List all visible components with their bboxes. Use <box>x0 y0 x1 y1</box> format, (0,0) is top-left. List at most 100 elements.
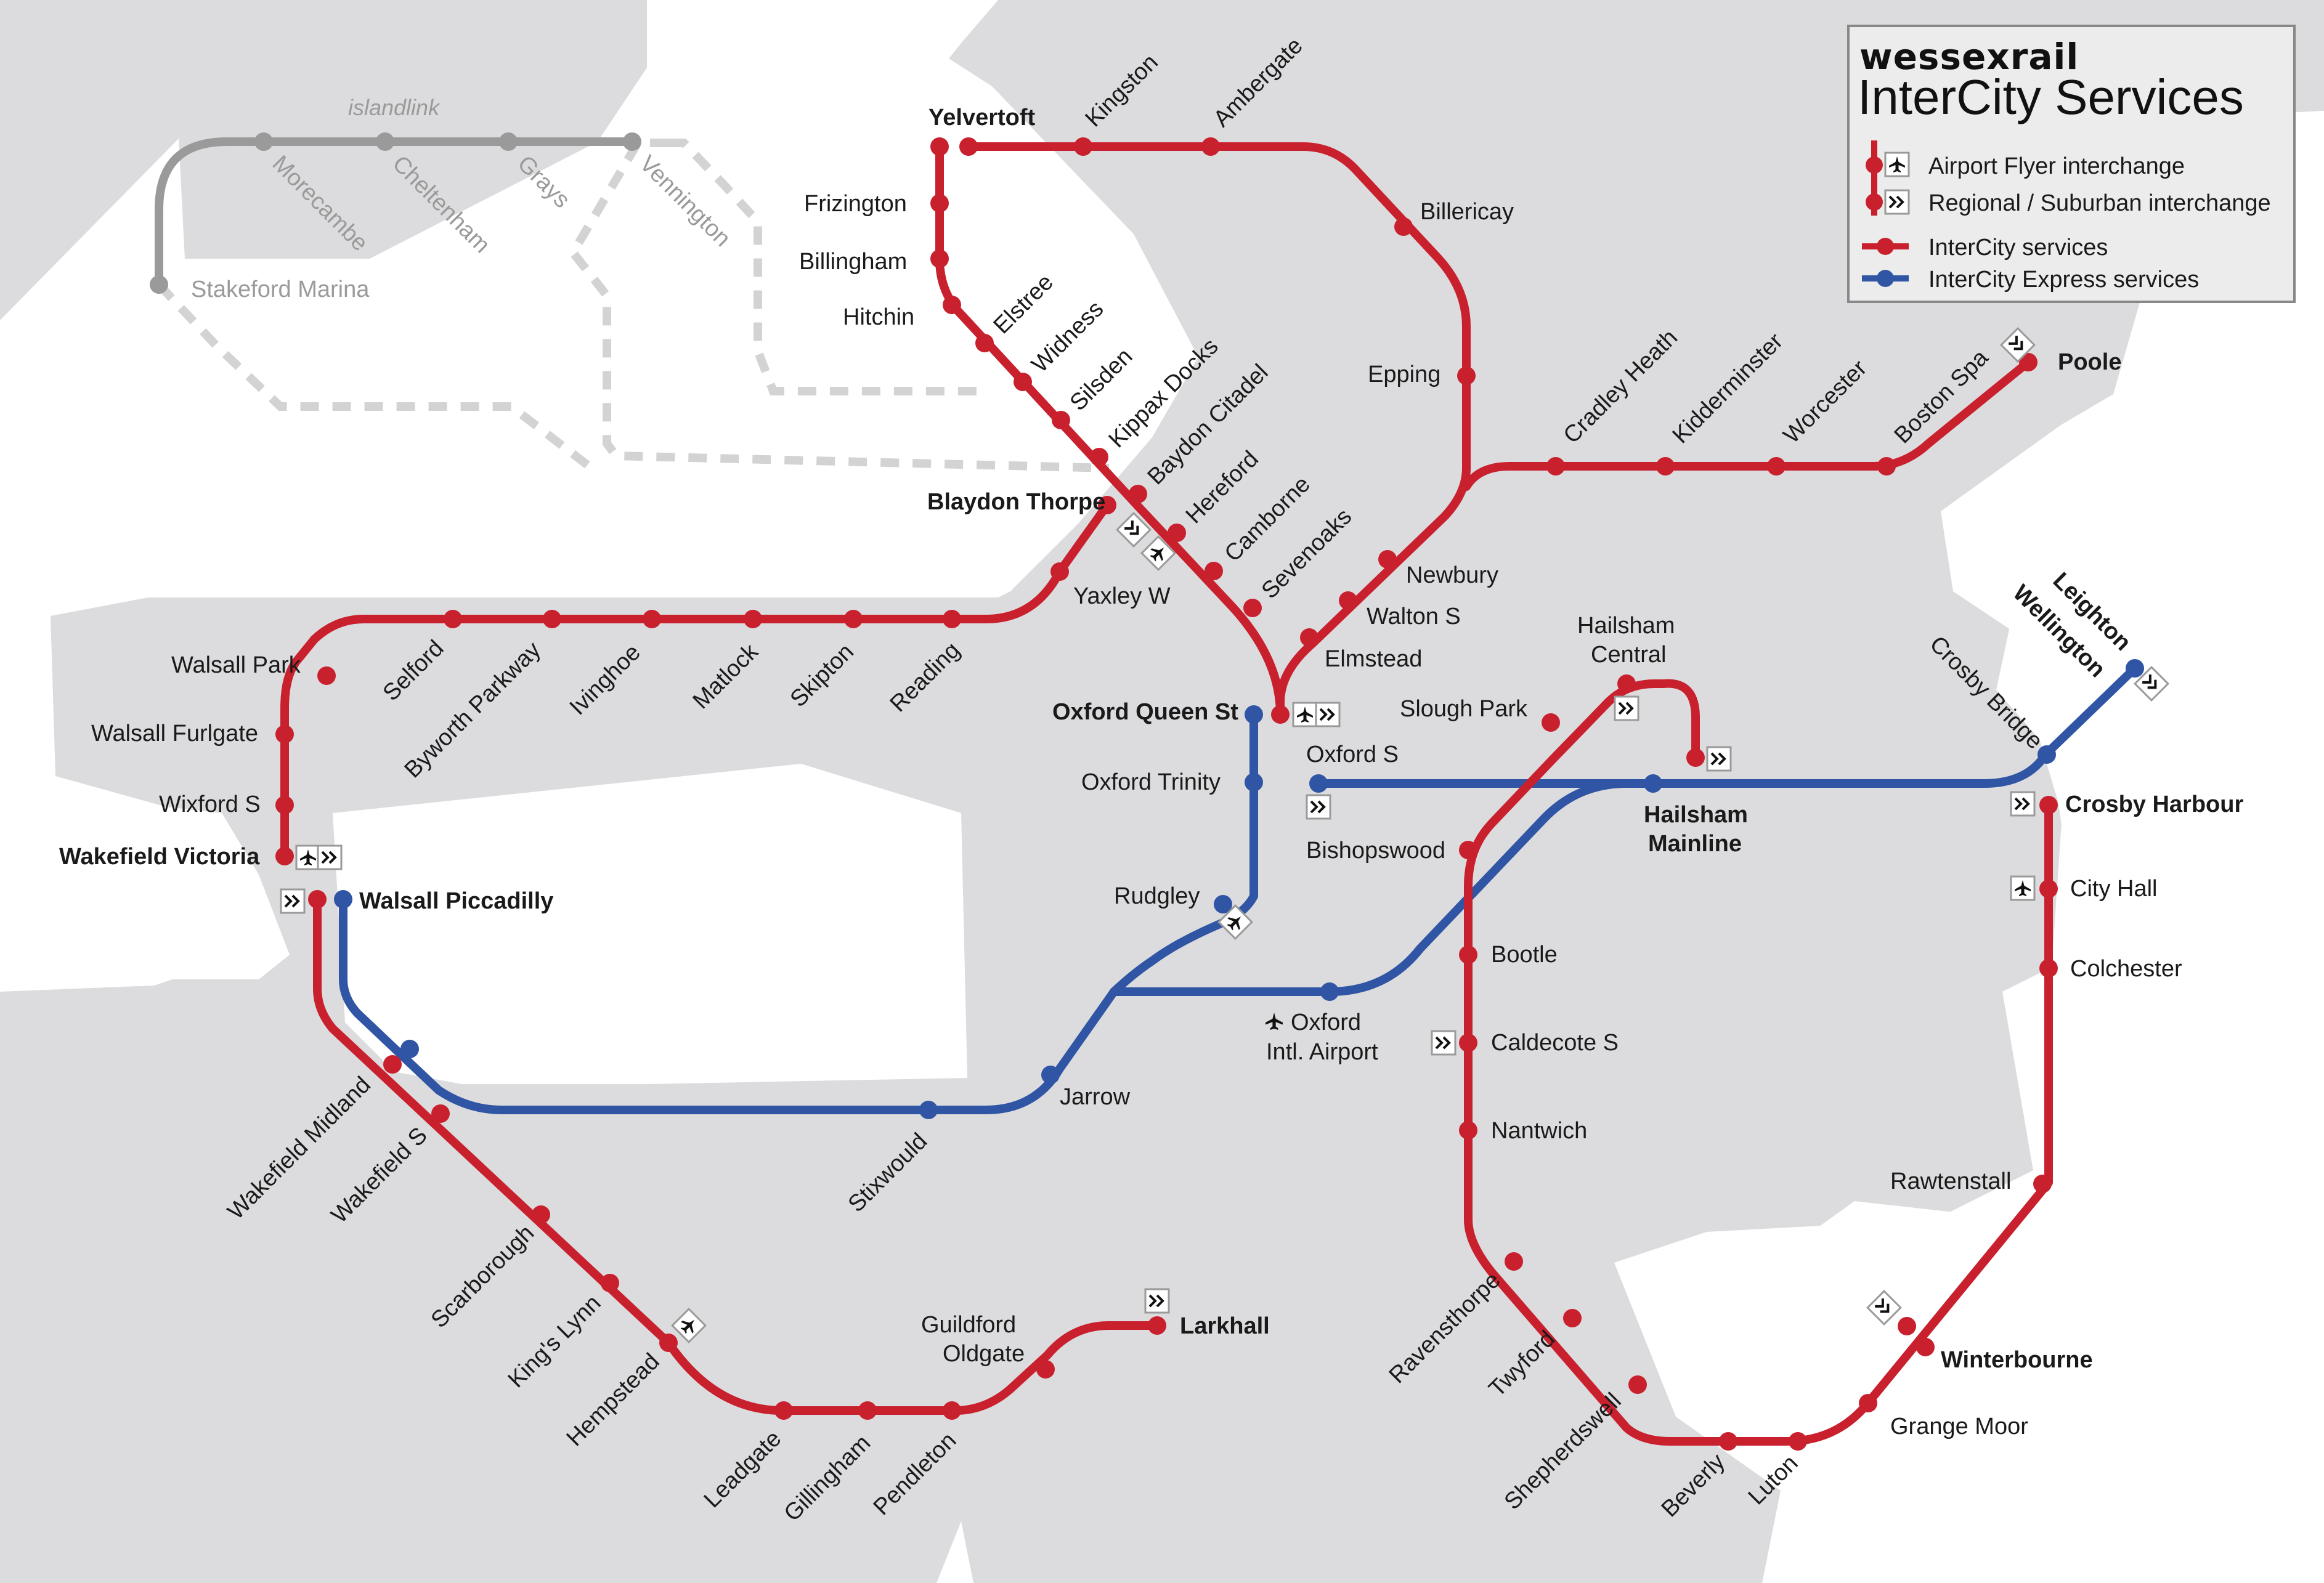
station-dot-shepherdswell[interactable] <box>1628 1375 1647 1394</box>
station-dot-walsall-park[interactable] <box>317 666 336 685</box>
station-dot-larkhall[interactable] <box>1148 1316 1166 1335</box>
station-dot-kingston[interactable] <box>1074 137 1092 156</box>
station-dot-walsall-piccadilly-blue[interactable] <box>334 890 352 909</box>
station-dot-hailsham-central[interactable] <box>1617 674 1636 693</box>
station-dot-hailsham-east[interactable] <box>1686 748 1705 767</box>
station-dot-kidderminster[interactable] <box>1656 457 1675 476</box>
station-dot-widness[interactable] <box>1014 373 1032 391</box>
station-dot-kippax-docks[interactable] <box>1090 448 1108 466</box>
station-dot-bootle[interactable] <box>1459 945 1477 964</box>
station-dot-beverly[interactable] <box>1719 1432 1737 1451</box>
station-dot-oxford-trinity[interactable] <box>1245 773 1263 792</box>
station-dot-hereford[interactable] <box>1168 524 1186 542</box>
station-dot-wakefield-midland[interactable] <box>383 1055 402 1074</box>
station-label-jarrow: Jarrow <box>1060 1084 1131 1110</box>
station-dot-oxford-s[interactable] <box>1309 774 1328 793</box>
station-dot-reading[interactable] <box>943 610 961 628</box>
station-label-silsden: Silsden <box>1065 344 1138 416</box>
station-dot-skipton[interactable] <box>844 610 863 628</box>
station-dot-elmstead[interactable] <box>1300 628 1318 647</box>
station-dot-billingham[interactable] <box>930 249 949 268</box>
station-label-epping: Epping <box>1368 362 1440 387</box>
station-dot-ravensthorpe[interactable] <box>1505 1252 1523 1271</box>
station-dot-leadgate[interactable] <box>774 1401 793 1420</box>
station-dot-morecambe[interactable] <box>254 132 273 151</box>
station-label-bishopswood: Bishopswood <box>1306 838 1445 864</box>
ferry-routes <box>155 139 1110 472</box>
station-dot-winterbourne[interactable] <box>1916 1338 1935 1356</box>
station-dot-leighton-wellington[interactable] <box>2126 659 2144 678</box>
station-dot-luton[interactable] <box>1789 1432 1807 1451</box>
station-dot-epping[interactable] <box>1457 366 1476 385</box>
station-dot-worcester[interactable] <box>1767 457 1786 476</box>
station-dot-newbury[interactable] <box>1378 550 1397 569</box>
station-dot-yaxley-w[interactable] <box>1050 562 1069 581</box>
station-dot-stixwould[interactable] <box>919 1101 938 1119</box>
station-dot-silsden[interactable] <box>1052 411 1070 429</box>
station-dot-matlock[interactable] <box>744 610 762 628</box>
station-dot-hailsham-mainline[interactable] <box>1644 774 1662 793</box>
station-dot-walsall-furlgate[interactable] <box>275 725 294 743</box>
station-dot-winterbourne-2[interactable] <box>1898 1317 1916 1335</box>
station-dot-wakefield-s[interactable] <box>431 1104 450 1123</box>
station-dot-crosby-bridge[interactable] <box>2038 745 2056 764</box>
station-dot-walton-s[interactable] <box>1339 591 1357 610</box>
station-dot-scarborough[interactable] <box>532 1205 550 1224</box>
station-dot-vennington[interactable] <box>623 132 641 151</box>
station-dot-pendleton[interactable] <box>943 1401 961 1420</box>
station-dot-rawtenstall[interactable] <box>2033 1175 2052 1193</box>
station-label-newbury: Newbury <box>1406 562 1498 588</box>
station-dot-grays[interactable] <box>499 132 518 151</box>
station-dot-slough-park[interactable] <box>1542 713 1560 732</box>
station-label-grange-moor: Grange Moor <box>1890 1414 2028 1439</box>
station-dot-frizington[interactable] <box>930 194 949 213</box>
legend-label-express: InterCity Express services <box>1928 267 2199 293</box>
ferry-route-north <box>668 139 977 395</box>
station-dot-cheltenham[interactable] <box>376 132 394 151</box>
station-dot-billericay[interactable] <box>1394 217 1413 236</box>
station-dot-crosby-harbour[interactable] <box>2039 796 2058 814</box>
station-dot-yelvertoft-2[interactable] <box>959 137 978 156</box>
station-dot-sevenoaks[interactable] <box>1243 599 1262 617</box>
station-dot-elstree[interactable] <box>975 334 994 352</box>
channel-bottom-left <box>937 1521 973 1583</box>
station-dot-jarrow[interactable] <box>1041 1066 1060 1084</box>
station-dot-blaydon-thorpe[interactable] <box>1098 496 1116 514</box>
station-dot-guildford-oldgate[interactable] <box>1036 1360 1055 1379</box>
airport-icon <box>1266 1013 1283 1030</box>
station-dot-colchester[interactable] <box>2039 959 2058 978</box>
station-dot-walsall-piccadilly-red[interactable] <box>308 890 327 909</box>
station-dot-camborne[interactable] <box>1205 562 1223 580</box>
station-dot-baydon-citadel[interactable] <box>1129 485 1147 503</box>
station-dot-hempstead[interactable] <box>659 1334 678 1352</box>
station-dot-cradley-heath[interactable] <box>1546 457 1565 476</box>
station-dot-ivinghoe[interactable] <box>643 610 661 628</box>
station-label-slough-park: Slough Park <box>1400 696 1528 722</box>
station-dot-stakeford-marina[interactable] <box>150 275 168 294</box>
station-label-rudgley: Rudgley <box>1114 883 1200 909</box>
station-dot-city-hall[interactable] <box>2039 880 2058 898</box>
station-dot-walsall-blue-2[interactable] <box>400 1040 419 1058</box>
station-dot-selford[interactable] <box>444 610 462 628</box>
station-dot-oxford-queen-st-blue[interactable] <box>1245 705 1263 724</box>
station-dot-boston-spa[interactable] <box>1877 457 1896 476</box>
station-dot-wakefield-victoria[interactable] <box>275 847 294 865</box>
station-dot-caldecote-s[interactable] <box>1459 1034 1477 1052</box>
station-dot-byworth-parkway[interactable] <box>543 610 561 628</box>
station-dot-ambergate[interactable] <box>1201 137 1220 156</box>
station-label-guildford-oldgate-line-1: Guildford <box>921 1312 1016 1338</box>
station-dot-hitchin[interactable] <box>943 296 961 314</box>
station-dot-rudgley[interactable] <box>1214 895 1232 913</box>
station-dot-grange-moor[interactable] <box>1859 1394 1877 1412</box>
station-dot-kings-lynn[interactable] <box>601 1274 619 1292</box>
station-dot-poole[interactable] <box>2019 353 2038 371</box>
station-dot-twyford[interactable] <box>1563 1309 1582 1327</box>
station-dot-oxford-intl-airport[interactable] <box>1320 982 1339 1001</box>
station-dot-yelvertoft[interactable] <box>930 137 949 156</box>
station-dot-oxford-queen-st[interactable] <box>1271 705 1290 724</box>
station-dot-bishopswood[interactable] <box>1459 841 1477 859</box>
station-dot-wixford-s[interactable] <box>275 796 294 814</box>
station-dot-gillingham[interactable] <box>858 1401 877 1420</box>
lake-southeast <box>1688 1201 1965 1417</box>
station-dot-nantwich[interactable] <box>1459 1121 1477 1140</box>
